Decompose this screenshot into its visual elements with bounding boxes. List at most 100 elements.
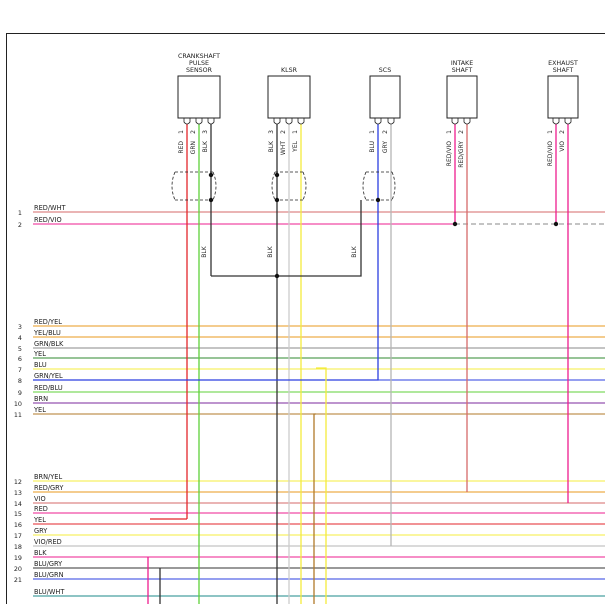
row-label-8: GRN/YEL [34, 372, 63, 380]
connector-pin [387, 118, 395, 125]
pin-number: 3 [268, 130, 275, 134]
component-label-5: EXHAUST [548, 60, 578, 67]
component-box-2 [267, 75, 311, 119]
row-number-14: 14 [14, 500, 22, 508]
pin-wire-label: YEL [292, 140, 299, 152]
row-number-16: 16 [14, 521, 22, 529]
connector-pin [285, 118, 293, 125]
connector-pin [207, 118, 215, 125]
shield-end [212, 171, 217, 201]
pin-wire-label: VIO [559, 141, 566, 152]
pin-number: 2 [559, 130, 566, 134]
pin-labels-layer: 1RED2GRN3BLK3BLK2WHT1YEL1BLU2GRY1RED/VIO… [178, 130, 566, 258]
ground-bus [211, 200, 362, 277]
splice-dot [274, 172, 280, 178]
pin-wire-label: RED/GRY [458, 141, 465, 168]
component-label-1: SENSOR [186, 67, 213, 74]
splice-dot [208, 172, 214, 178]
splices-layer [208, 172, 559, 279]
connector-pin [451, 118, 459, 125]
row-label-10: BRN [34, 395, 48, 403]
row-label-12: BRN/YEL [34, 473, 62, 481]
pin-number: 1 [369, 130, 376, 134]
shields-layer [171, 171, 396, 201]
shield-line [366, 171, 392, 201]
row-label-21: BLU/GRN [34, 571, 64, 579]
pin-number: 1 [178, 130, 185, 134]
pin-wire-label: WHT [280, 141, 287, 155]
row-number-20: 20 [14, 565, 22, 573]
row-number-13: 13 [14, 489, 22, 497]
row-number-2: 2 [18, 221, 22, 229]
component-label-4: INTAKE [451, 60, 473, 67]
pin-wire-label: RED/VIO [547, 141, 554, 166]
shield [271, 171, 307, 201]
row-label-16: YEL [33, 516, 46, 524]
row-label-18: VIO/RED [34, 538, 62, 546]
connector-pin [552, 118, 560, 125]
row-number-21: 21 [14, 576, 22, 584]
component-label-1: PULSE [189, 60, 209, 67]
pin-number: 1 [446, 130, 453, 134]
pin-number: 1 [292, 130, 299, 134]
row-number-4: 4 [18, 334, 22, 342]
splice-dot [274, 197, 280, 203]
component-box-5 [547, 75, 579, 119]
row-number-10: 10 [14, 400, 22, 408]
wires-layer [33, 124, 605, 604]
ground-label-1: BLK [201, 245, 208, 257]
component-label-3: SCS [379, 67, 391, 74]
shield [362, 171, 396, 201]
row-number-11: 11 [14, 411, 22, 419]
component-label-1: CRANKSHAFT [178, 53, 220, 60]
component-box-4 [446, 75, 478, 119]
component-label-4: SHAFT [452, 67, 473, 74]
row-label-1: RED/WHT [34, 204, 67, 212]
row-label-20: BLU/GRY [34, 560, 63, 568]
row-label-6: YEL [33, 350, 46, 358]
pin-number: 2 [190, 130, 197, 134]
row-number-12: 12 [14, 478, 22, 486]
row-number-1: 1 [18, 209, 22, 217]
row-number-5: 5 [18, 345, 22, 353]
connector-pin [297, 118, 305, 125]
splice-dot [553, 221, 559, 227]
component-label-2: KLSR [281, 67, 298, 74]
pin-number: 2 [382, 130, 389, 134]
diagram-frame [6, 33, 605, 604]
row-number-19: 19 [14, 554, 22, 562]
connector-pin [463, 118, 471, 125]
row-label-19: BLK [34, 549, 47, 557]
row-number-18: 18 [14, 543, 22, 551]
row-number-3: 3 [18, 323, 22, 331]
connector-pin [374, 118, 382, 125]
connector-pin [564, 118, 572, 125]
row-label-22: BLU/WHT [34, 588, 65, 596]
shield-end [302, 171, 307, 201]
component-box-1 [177, 75, 221, 119]
splice-dot [452, 221, 458, 227]
scs-blu-wire [33, 124, 379, 381]
pin-wire-label: BLK [268, 140, 275, 152]
ground-label-2: BLK [267, 245, 274, 257]
shield-line [175, 171, 213, 201]
pin-wire-label: BLU [369, 141, 376, 153]
row-label-14: VIO [34, 495, 46, 503]
row-label-17: GRY [34, 527, 48, 535]
pin-number: 2 [280, 130, 287, 134]
pin-wire-label: RED/VIO [446, 141, 453, 166]
pin-wire-label: RED [178, 141, 185, 154]
pin-number: 3 [202, 130, 209, 134]
row-label-3: RED/YEL [34, 318, 62, 326]
ground-label-3: BLK [351, 245, 358, 257]
component-box-3 [369, 75, 401, 119]
row-number-15: 15 [14, 510, 22, 518]
shield-end [271, 171, 276, 201]
pin-wire-label: GRY [382, 141, 389, 153]
yel-drop [316, 367, 327, 604]
row-number-9: 9 [18, 389, 22, 397]
pin-number: 1 [547, 130, 554, 134]
shield-end [391, 171, 396, 201]
